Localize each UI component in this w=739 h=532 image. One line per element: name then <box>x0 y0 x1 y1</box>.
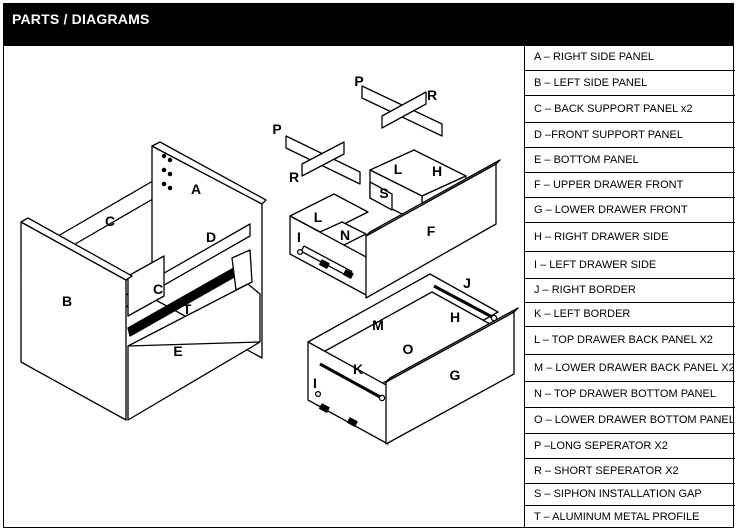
legend-item: B – LEFT SIDE PANEL <box>525 71 735 96</box>
label-i-lower: I <box>313 375 317 391</box>
label-t: T <box>183 301 192 317</box>
drawer-slide-fitting <box>314 390 322 398</box>
legend-item: G – LOWER DRAWER FRONT <box>525 198 735 223</box>
label-o: O <box>403 341 414 357</box>
cabinet-group <box>20 141 267 421</box>
screw-hole <box>167 171 173 177</box>
label-a: A <box>191 181 201 197</box>
page-title: PARTS / DIAGRAMS <box>12 11 150 27</box>
label-r-top: R <box>427 87 437 103</box>
lower-drawer-front-edge <box>385 307 519 383</box>
label-p-top: P <box>354 73 363 89</box>
siphon-installation-gap <box>369 181 393 211</box>
lower-drawer-group <box>307 273 519 445</box>
legend-item: N – TOP DRAWER BOTTOM PANEL <box>525 382 735 408</box>
separator-left-group <box>285 135 361 185</box>
label-i-upper: I <box>297 229 301 245</box>
label-s: S <box>379 185 388 201</box>
drawer-slide-clip <box>319 259 330 269</box>
label-e: E <box>173 343 182 359</box>
legend-item: F – UPPER DRAWER FRONT <box>525 173 735 198</box>
back-support-panel-lower <box>127 255 165 317</box>
legend-item: P –LONG SEPERATOR X2 <box>525 434 735 459</box>
legend-item: E – BOTTOM PANEL <box>525 148 735 173</box>
legend-item: C – BACK SUPPORT PANEL x2 <box>525 96 735 123</box>
label-h-siphon: H <box>432 163 442 179</box>
label-b: B <box>62 293 72 309</box>
legend-item: I – LEFT DRAWER SIDE <box>525 252 735 279</box>
left-side-panel-edge <box>20 217 133 281</box>
separator-top-group <box>361 85 443 137</box>
label-d: D <box>206 229 216 245</box>
label-f: F <box>427 223 436 239</box>
legend-item: T – ALUMINUM METAL PROFILE <box>534 510 700 523</box>
aluminum-rail-bracket <box>231 249 253 291</box>
short-separator <box>381 91 427 129</box>
border-end-cap <box>490 314 498 322</box>
bottom-panel-front-edge <box>127 341 261 347</box>
legend-item: J – RIGHT BORDER <box>525 279 735 303</box>
label-l-upper: L <box>314 209 323 225</box>
upper-drawer-front-edge <box>365 159 501 237</box>
label-h-lower: H <box>450 309 460 325</box>
header-bar: PARTS / DIAGRAMS <box>3 3 734 46</box>
label-l-siphon: L <box>394 161 403 177</box>
label-p-left: P <box>272 121 281 137</box>
legend-item: L – TOP DRAWER BACK PANEL X2 <box>525 327 735 355</box>
drawer-slide-fitting <box>296 248 304 256</box>
drawer-slide-clip <box>347 417 358 427</box>
label-g: G <box>450 367 461 383</box>
drawer-slide-clip <box>343 269 354 279</box>
short-separator <box>301 141 345 177</box>
label-j: J <box>463 275 471 291</box>
label-n: N <box>340 227 350 243</box>
label-c-top: C <box>105 213 115 229</box>
legend-item: K – LEFT BORDER <box>525 303 735 327</box>
legend-item: M – LOWER DRAWER BACK PANEL X2 <box>525 355 735 382</box>
border-end-cap <box>378 394 386 402</box>
screw-hole <box>167 185 173 191</box>
upper-drawer-group <box>289 159 501 299</box>
label-r-left: R <box>289 169 299 185</box>
legend-item: D –FRONT SUPPORT PANEL <box>525 123 735 148</box>
screw-hole <box>161 153 167 159</box>
screw-hole <box>167 157 173 163</box>
label-c-middle: C <box>153 281 163 297</box>
right-border <box>433 284 495 320</box>
left-border <box>319 362 383 400</box>
legend-item: S – SIPHON INSTALLATION GAP <box>525 484 735 506</box>
screw-hole <box>161 167 167 173</box>
parts-diagram: A B C C D E T P R P R L H S L N I F J H … <box>20 73 519 445</box>
legend-item: O – LOWER DRAWER BOTTOM PANEL <box>525 408 735 434</box>
parts-legend: A – RIGHT SIDE PANEL B – LEFT SIDE PANEL… <box>524 44 735 528</box>
legend-item: A – RIGHT SIDE PANEL <box>525 44 735 71</box>
drawer-slide-clip <box>319 403 330 413</box>
label-m: M <box>372 317 384 333</box>
screw-hole <box>161 181 167 187</box>
legend-item: H – RIGHT DRAWER SIDE <box>525 223 735 252</box>
right-side-panel-edge <box>151 141 267 205</box>
label-k: K <box>353 361 363 377</box>
legend-item: R – SHORT SEPERATOR X2 <box>525 459 735 484</box>
bottom-panel <box>127 283 261 421</box>
